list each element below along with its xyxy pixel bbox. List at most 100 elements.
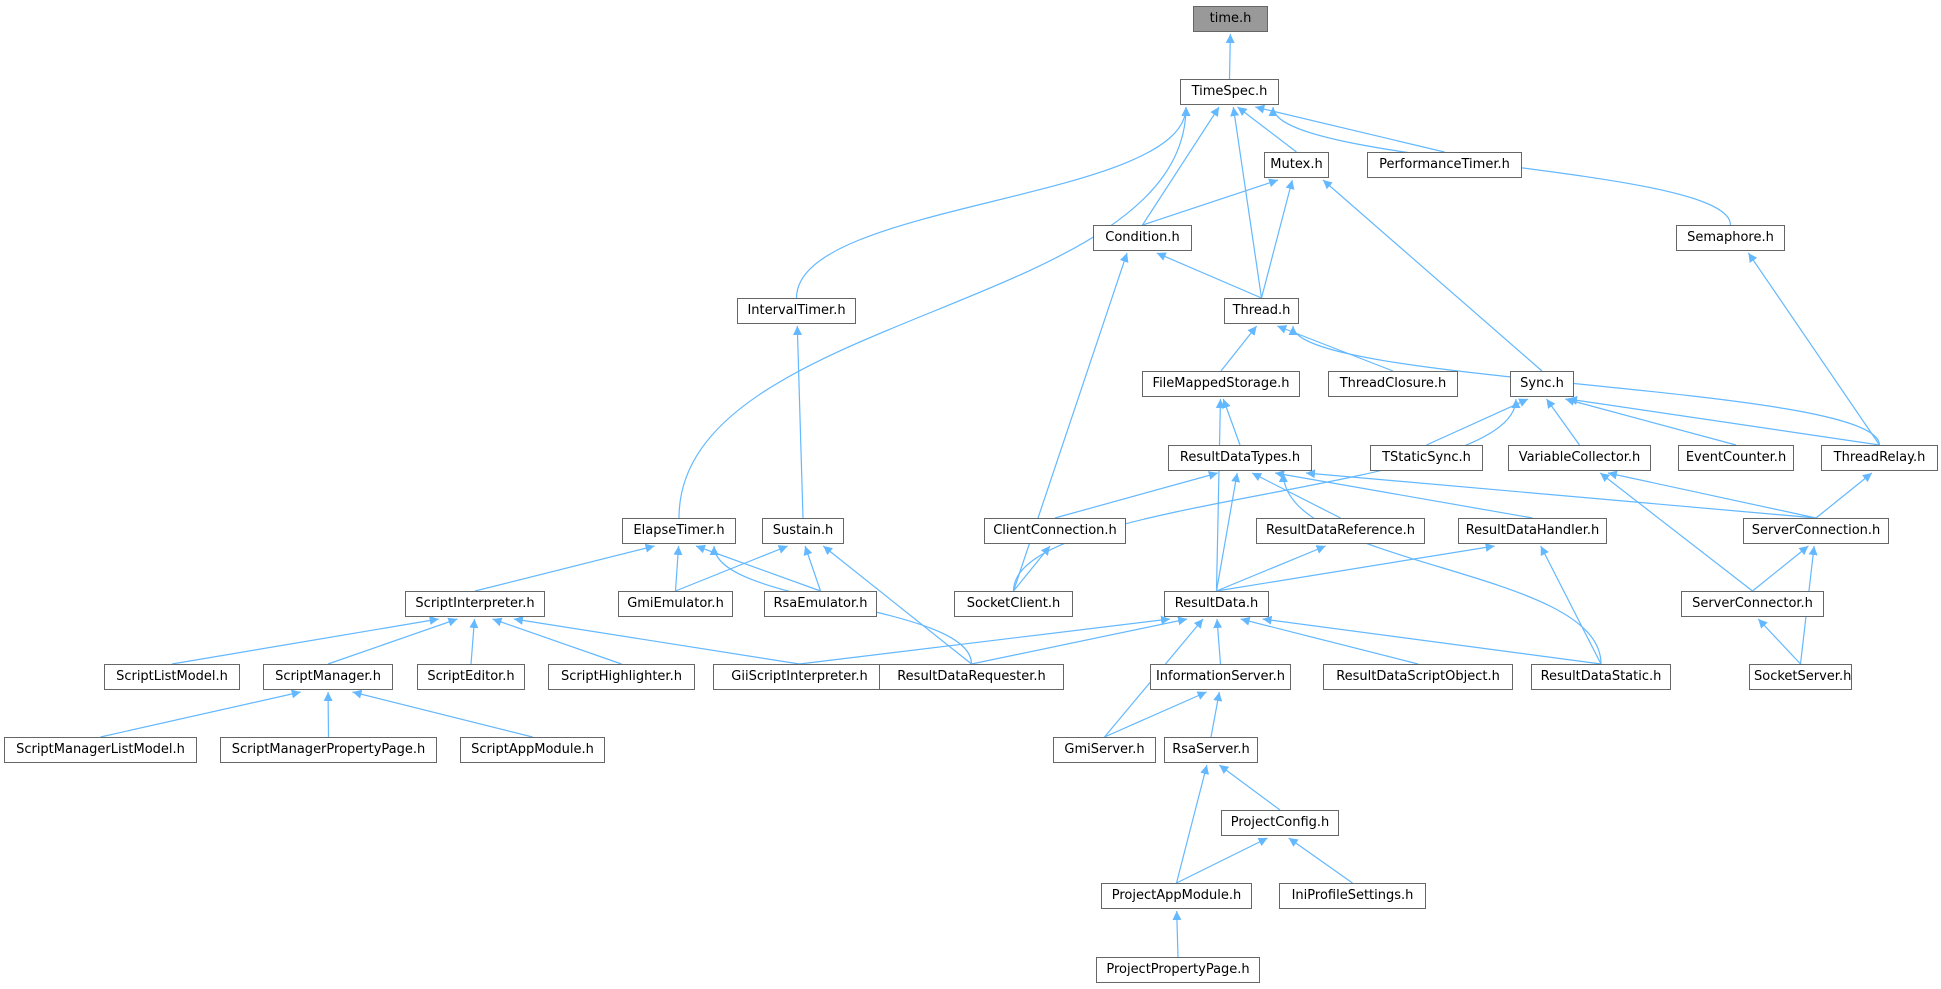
edge-thread-to-mutex [1260, 179, 1295, 299]
graph-node-resultdatareference[interactable]: ResultDataReference.h [1256, 518, 1425, 544]
edge-projectappmodule-to-projectconfig [1176, 837, 1268, 884]
graph-node-elapsetimer[interactable]: ElapseTimer.h [622, 518, 736, 544]
graph-node-scriptappmodule[interactable]: ScriptAppModule.h [460, 737, 605, 763]
edge-resultdatarequester-to-sustain [822, 545, 972, 665]
edge-thread-to-condition [1156, 252, 1262, 299]
graph-node-rsaemulator[interactable]: RsaEmulator.h [764, 591, 877, 617]
edge-serverconnector-to-variablecollector [1599, 472, 1753, 592]
graph-node-resultdatahandler[interactable]: ResultDataHandler.h [1458, 518, 1607, 544]
graph-node-serverconnector[interactable]: ServerConnector.h [1681, 591, 1824, 617]
edge-iniprofilesettings-to-projectconfig [1288, 837, 1353, 884]
graph-node-threadclosure[interactable]: ThreadClosure.h [1328, 371, 1458, 397]
graph-node-projectappmodule[interactable]: ProjectAppModule.h [1101, 883, 1252, 909]
graph-node-intervaltimer[interactable]: IntervalTimer.h [737, 298, 856, 324]
graph-node-semaphore[interactable]: Semaphore.h [1676, 225, 1785, 251]
graph-node-resultdatarequester[interactable]: ResultDataRequester.h [879, 664, 1064, 690]
edge-serverconnection-to-threadrelay [1815, 472, 1873, 519]
graph-node-scriptlistmodel[interactable]: ScriptListModel.h [104, 664, 240, 690]
graph-node-sustain[interactable]: Sustain.h [762, 518, 844, 544]
edge-resultdatastatic-to-resultdatatypes [1278, 472, 1602, 665]
graph-node-rsaserver[interactable]: RsaServer.h [1164, 737, 1258, 763]
graph-node-projectpropertypage[interactable]: ProjectPropertyPage.h [1096, 957, 1260, 983]
edge-perftimer-to-timespec [1255, 104, 1445, 153]
edge-sync-to-mutex [1322, 179, 1543, 372]
edge-gmiemulator-to-sustain [675, 545, 788, 592]
edge-projectconfig-to-rsaserver [1218, 764, 1281, 811]
graph-node-socketserver[interactable]: SocketServer.h [1749, 664, 1852, 690]
edge-sustain-to-intervaltimer [793, 325, 804, 519]
edge-resultdata-to-resultdatareference [1216, 545, 1326, 592]
edge-resultdatastatic-to-resultdatahandler [1540, 545, 1602, 665]
graph-node-time: time.h [1193, 6, 1268, 32]
graph-node-projectconfig[interactable]: ProjectConfig.h [1221, 810, 1339, 836]
edge-clientconnection-to-resultdatatypes [1054, 471, 1218, 519]
graph-node-scriptinterpreter[interactable]: ScriptInterpreter.h [405, 591, 545, 617]
edge-socketserver-to-serverconnector [1757, 618, 1801, 665]
edge-serverconnection-to-variablecollector [1607, 470, 1817, 519]
graph-node-resultdatascriptobject[interactable]: ResultDataScriptObject.h [1323, 664, 1513, 690]
edge-threadrelay-to-thread [1288, 325, 1881, 446]
graph-node-mutex[interactable]: Mutex.h [1264, 152, 1329, 178]
graph-node-resultdatastatic[interactable]: ResultDataStatic.h [1531, 664, 1671, 690]
edge-mutex-to-timespec [1237, 106, 1297, 153]
graph-node-threadrelay[interactable]: ThreadRelay.h [1821, 445, 1938, 471]
edge-resultdatareference-to-resultdatatypes [1251, 472, 1341, 519]
edge-threadrelay-to-semaphore [1747, 252, 1880, 446]
graph-node-iniprofilesettings[interactable]: IniProfileSettings.h [1279, 883, 1426, 909]
graph-node-giiscriptinterpreter[interactable]: GiiScriptInterpreter.h [713, 664, 886, 690]
graph-node-eventcounter[interactable]: EventCounter.h [1678, 445, 1794, 471]
graph-node-perftimer[interactable]: PerformanceTimer.h [1367, 152, 1522, 178]
graph-node-scripteditor[interactable]: ScriptEditor.h [417, 664, 525, 690]
graph-node-sync[interactable]: Sync.h [1510, 371, 1574, 397]
edge-socketclient-to-clientconnection [1013, 545, 1051, 592]
graph-node-filemapped[interactable]: FileMappedStorage.h [1142, 371, 1300, 397]
edge-scripteditor-to-scriptinterpreter [469, 618, 479, 665]
graph-node-timespec[interactable]: TimeSpec.h [1180, 79, 1279, 105]
edge-scripthighlighter-to-scriptinterpreter [492, 617, 622, 665]
edge-resultdatatypes-to-filemapped [1222, 398, 1241, 446]
graph-node-scripthighlighter[interactable]: ScriptHighlighter.h [548, 664, 695, 690]
graph-node-informationserver[interactable]: InformationServer.h [1150, 664, 1291, 690]
graph-node-thread[interactable]: Thread.h [1224, 298, 1299, 324]
edge-serverconnector-to-serverconnection [1752, 545, 1809, 592]
edge-giiscriptinterpreter-to-scriptinterpreter [513, 615, 800, 665]
graph-node-clientconnection[interactable]: ClientConnection.h [984, 518, 1126, 544]
edge-condition-to-mutex [1142, 178, 1279, 226]
graph-node-variablecollector[interactable]: VariableCollector.h [1508, 445, 1651, 471]
graph-node-condition[interactable]: Condition.h [1093, 225, 1192, 251]
graph-node-gmiemulator[interactable]: GmiEmulator.h [618, 591, 733, 617]
edge-resultdatastatic-to-resultdata [1262, 615, 1602, 665]
graph-node-scriptmanager[interactable]: ScriptManager.h [263, 664, 393, 690]
edge-timespec-to-time [1225, 33, 1235, 80]
graph-node-resultdata[interactable]: ResultData.h [1164, 591, 1269, 617]
edge-scriptlistmodel-to-scriptinterpreter [171, 616, 439, 665]
graph-node-resultdatatypes[interactable]: ResultDataTypes.h [1168, 445, 1312, 471]
edge-scriptappmodule-to-scriptmanager [352, 689, 533, 738]
edge-scriptmanagerlistmodel-to-scriptmanager [100, 689, 301, 738]
edge-projectpropertypage-to-projectappmodule [1172, 910, 1182, 958]
graph-node-scriptmanagerpropertypage[interactable]: ScriptManagerPropertyPage.h [220, 737, 437, 763]
graph-node-scriptmanagerlistmodel[interactable]: ScriptManagerListModel.h [4, 737, 197, 763]
edge-elapsetimer-to-timespec [678, 106, 1191, 519]
graph-node-tstaticsync[interactable]: TStaticSync.h [1370, 445, 1483, 471]
edge-thread-to-timespec [1230, 106, 1263, 299]
edge-variablecollector-to-sync [1546, 398, 1580, 446]
edge-resultdatahandler-to-resultdatatypes [1274, 470, 1533, 519]
edge-eventcounter-to-sync [1565, 396, 1737, 446]
edge-resultdata-to-filemapped [1215, 398, 1225, 592]
edge-resultdatarequester-to-resultdata [971, 616, 1188, 665]
edge-resultdata-to-resultdatahandler [1216, 542, 1495, 592]
edge-rsaserver-to-informationserver [1210, 691, 1223, 738]
edge-intervaltimer-to-timespec [795, 106, 1191, 299]
graph-node-gmiserver[interactable]: GmiServer.h [1053, 737, 1156, 763]
edge-projectappmodule-to-rsaserver [1175, 764, 1209, 884]
edge-rsaemulator-to-sustain [803, 545, 822, 592]
edge-resultdata-to-resultdatatypes [1215, 472, 1241, 592]
graph-node-serverconnection[interactable]: ServerConnection.h [1743, 518, 1889, 544]
edge-serverconnection-to-resultdatatypes [1305, 469, 1817, 519]
graph-node-socketclient[interactable]: SocketClient.h [954, 591, 1073, 617]
edge-tstaticsync-to-sync [1426, 398, 1529, 446]
